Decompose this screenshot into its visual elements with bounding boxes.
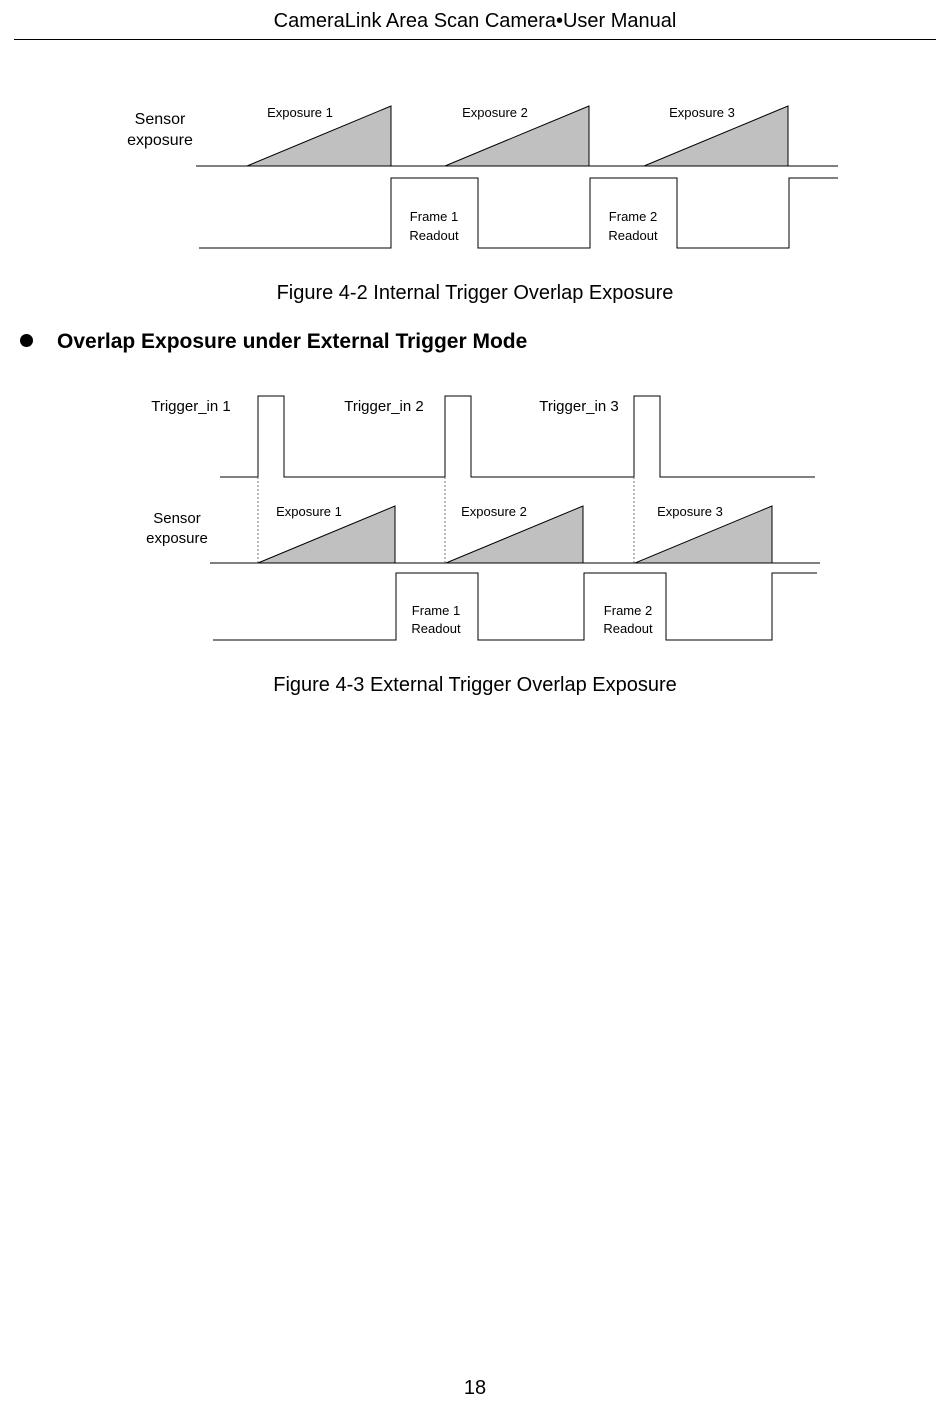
exposure-ramp-1 — [257, 505, 396, 564]
exposure-ramp-3 — [643, 105, 789, 167]
exposure-ramp-1 — [246, 105, 392, 167]
readout-label-1-line-2: Readout — [409, 228, 459, 243]
sensor-label-line-2: exposure — [127, 132, 193, 149]
exposure-ramp-3 — [634, 505, 773, 564]
exposure-label-2: Exposure 2 — [461, 504, 527, 519]
trigger-label-1: Trigger_in 1 — [151, 398, 230, 415]
trigger-label-3: Trigger_in 3 — [539, 398, 618, 415]
readout-label-1-line-1: Frame 1 — [410, 209, 458, 224]
readout-label-1-line-1: Frame 1 — [412, 603, 460, 618]
page-header: CameraLink Area Scan Camera•User Manual — [273, 10, 677, 32]
exposure-label-1: Exposure 1 — [267, 105, 333, 120]
section-title: Overlap Exposure under External Trigger … — [57, 330, 528, 353]
exposure-ramp-2 — [445, 505, 584, 564]
page-number: 18 — [463, 1377, 487, 1399]
trigger-waveform — [220, 395, 815, 478]
sensor-label: Sensor exposure — [127, 111, 193, 149]
trigger-label-2: Trigger_in 2 — [344, 398, 423, 415]
readout-label-2-line-1: Frame 2 — [609, 209, 657, 224]
header-rule — [14, 39, 936, 40]
readout-label-2-line-2: Readout — [603, 621, 653, 636]
readout-label-2-line-2: Readout — [608, 228, 658, 243]
internal-trigger-diagram: Sensor exposure Exposure 1 Exposure 2 Ex… — [127, 105, 838, 249]
sensor-label-line-1: Sensor — [153, 510, 201, 527]
readout-label-2-line-1: Frame 2 — [604, 603, 652, 618]
exposure-label-3: Exposure 3 — [657, 504, 723, 519]
readout-waveform — [199, 177, 838, 249]
exposure-label-1: Exposure 1 — [276, 504, 342, 519]
bullet-icon — [20, 333, 33, 347]
external-trigger-diagram: Trigger_in 1 Trigger_in 2 Trigger_in 3 S… — [146, 395, 820, 641]
exposure-label-3: Exposure 3 — [669, 105, 735, 120]
sensor-label-line-1: Sensor — [135, 111, 186, 128]
figure-caption-4-2: Figure 4-2 Internal Trigger Overlap Expo… — [276, 282, 674, 304]
exposure-ramp-2 — [444, 105, 590, 167]
readout-waveform — [213, 572, 817, 641]
exposure-label-2: Exposure 2 — [462, 105, 528, 120]
figure-caption-4-3: Figure 4-3 External Trigger Overlap Expo… — [273, 674, 677, 696]
sensor-label-line-2: exposure — [146, 530, 208, 547]
sensor-label: Sensor exposure — [146, 510, 208, 547]
readout-label-1-line-2: Readout — [411, 621, 461, 636]
section-heading: Overlap Exposure under External Trigger … — [20, 330, 527, 354]
